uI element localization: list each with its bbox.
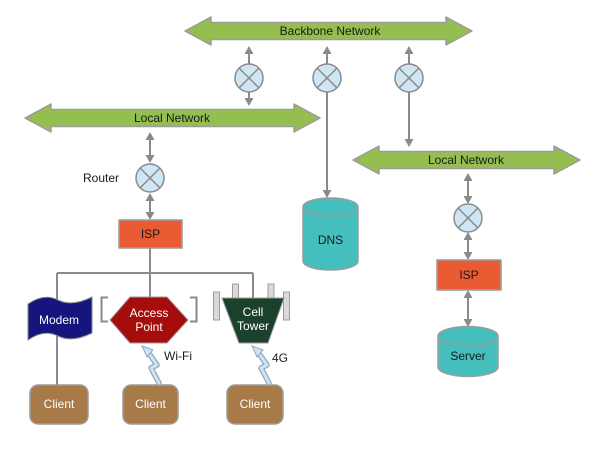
- router-node-backbone-3[interactable]: [394, 63, 424, 93]
- backbone-network-bar[interactable]: [184, 16, 473, 46]
- cell-tower-trapezoid[interactable]: [221, 297, 285, 344]
- router-node-backbone-1[interactable]: [234, 63, 264, 93]
- wifi-lightning-bolt-icon: [141, 345, 162, 386]
- router-node-left[interactable]: [135, 163, 165, 193]
- client-2-box[interactable]: [122, 384, 179, 425]
- client-1-box[interactable]: [29, 384, 89, 425]
- connector-lines: [56, 46, 473, 385]
- router-nodes: [135, 63, 483, 233]
- access-point-bracket-left: [100, 296, 108, 323]
- local-network-left-bar[interactable]: [24, 103, 321, 133]
- modem-flag-shape[interactable]: [27, 296, 93, 341]
- dns-cylinder[interactable]: [302, 197, 359, 271]
- isp-left-box[interactable]: [118, 219, 183, 249]
- local-network-right-bar[interactable]: [352, 145, 581, 175]
- isp-right-box[interactable]: [436, 259, 502, 291]
- server-cylinder[interactable]: [437, 325, 499, 378]
- client-3-box[interactable]: [226, 384, 284, 425]
- network-bars: [24, 16, 581, 175]
- access-point-hexagon[interactable]: [109, 296, 189, 344]
- client-boxes: [29, 384, 284, 425]
- database-cylinders: [302, 197, 499, 378]
- access-point-bracket-right: [190, 296, 198, 323]
- cell-tower-antennas: [213, 283, 290, 321]
- router-node-backbone-2[interactable]: [312, 63, 342, 93]
- fourg-lightning-bolt-icon: [251, 345, 272, 386]
- router-node-right[interactable]: [453, 203, 483, 233]
